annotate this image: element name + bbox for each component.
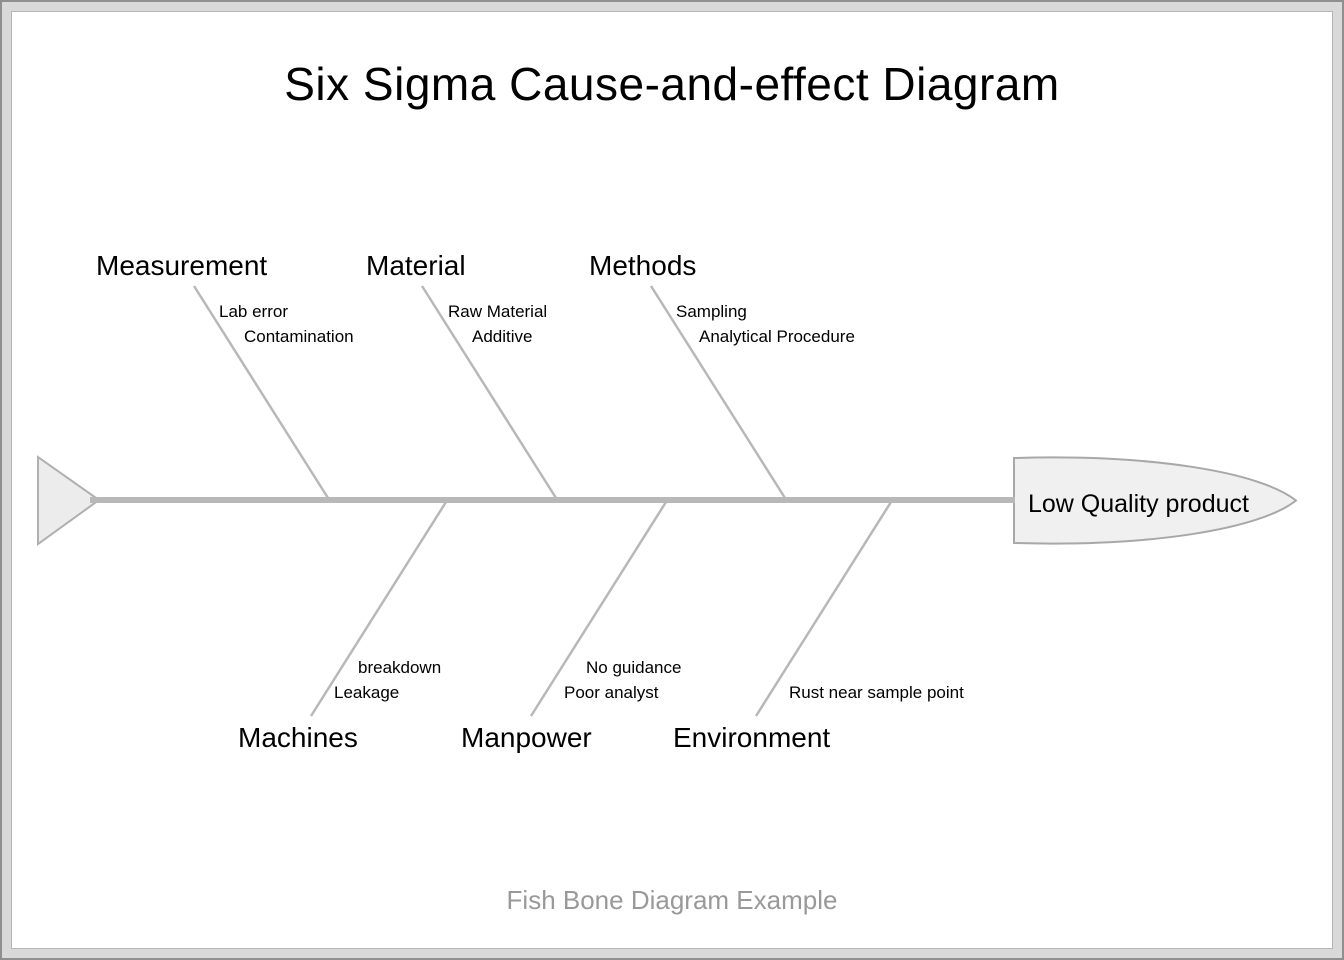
cause-label-no-guidance: No guidance xyxy=(586,658,682,677)
cause-label-rust-near-sample-point: Rust near sample point xyxy=(789,683,964,702)
category-label-machines: Machines xyxy=(238,722,358,753)
cause-label-analytical-procedure: Analytical Procedure xyxy=(699,327,855,346)
category-label-material: Material xyxy=(366,250,466,281)
cause-label-raw-material: Raw Material xyxy=(448,302,548,321)
cause-label-breakdown: breakdown xyxy=(358,658,442,677)
cause-label-lab-error: Lab error xyxy=(219,302,288,321)
cause-label-poor-analyst: Poor analyst xyxy=(564,683,659,702)
machines-branch-line xyxy=(309,501,448,717)
cause-label-leakage: Leakage xyxy=(334,683,400,702)
cause-label-contamination: Contamination xyxy=(244,327,354,346)
cause-label-sampling: Sampling xyxy=(676,302,747,321)
category-label-environment: Environment xyxy=(673,722,831,753)
environment-branch-line xyxy=(754,501,893,717)
category-label-manpower: Manpower xyxy=(461,722,592,753)
effect-label: Low Quality product xyxy=(1028,490,1249,518)
manpower-branch-line xyxy=(529,501,668,717)
diagram-title: Six Sigma Cause-and-effect Diagram xyxy=(284,58,1060,110)
category-label-measurement: Measurement xyxy=(96,250,268,281)
material-branch-line xyxy=(420,285,558,499)
head-shape xyxy=(1013,456,1298,545)
measurement-branch-line xyxy=(192,285,330,499)
methods-branch-line xyxy=(649,285,787,499)
tail-arrow xyxy=(37,455,101,546)
diagram-caption: Fish Bone Diagram Example xyxy=(506,885,838,915)
cause-label-additive: Additive xyxy=(472,327,533,346)
category-label-methods: Methods xyxy=(589,250,697,281)
